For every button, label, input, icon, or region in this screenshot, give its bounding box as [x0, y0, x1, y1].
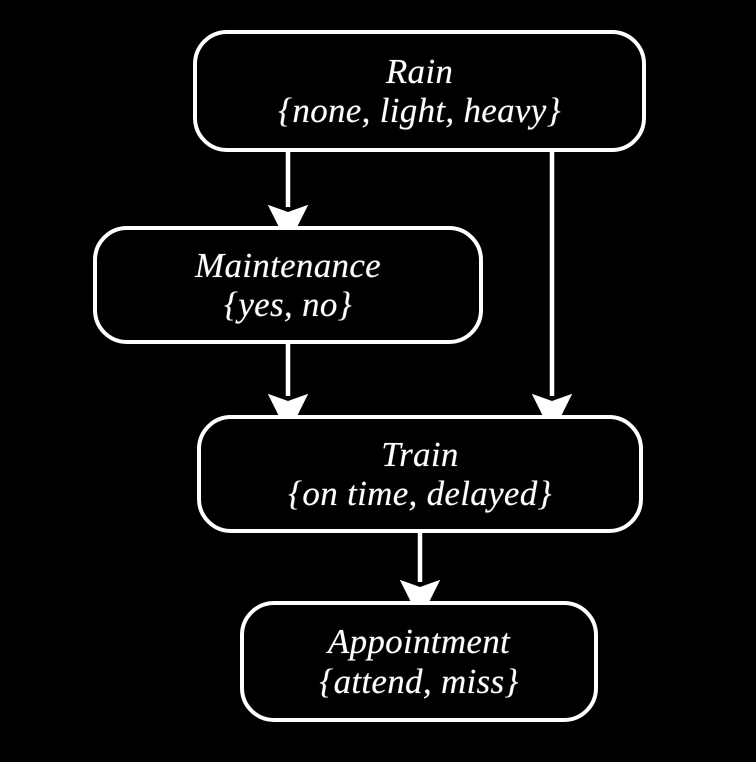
- node-rain-states: {none, light, heavy}: [278, 91, 561, 130]
- node-rain[interactable]: Rain {none, light, heavy}: [193, 30, 646, 152]
- node-train[interactable]: Train {on time, delayed}: [197, 415, 643, 533]
- node-appointment-states: {attend, miss}: [319, 661, 519, 701]
- node-maintenance-label: Maintenance: [194, 245, 381, 285]
- node-appointment-label: Appointment: [327, 622, 511, 662]
- node-maintenance[interactable]: Maintenance {yes, no}: [93, 226, 483, 344]
- node-maintenance-states: {yes, no}: [224, 285, 352, 324]
- node-rain-label: Rain: [385, 51, 454, 91]
- node-train-label: Train: [381, 434, 459, 474]
- node-appointment[interactable]: Appointment {attend, miss}: [240, 601, 598, 722]
- node-train-states: {on time, delayed}: [288, 474, 552, 513]
